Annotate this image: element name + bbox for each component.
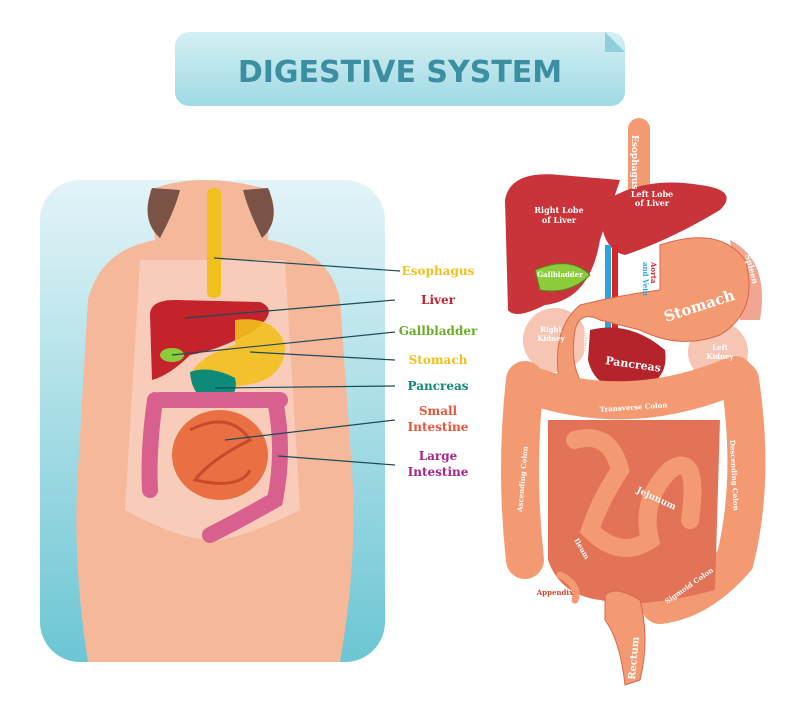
label-esophagus-detail: Esophagus bbox=[629, 135, 639, 190]
gallbladder-organ-detail bbox=[534, 263, 591, 292]
label-large-intestine-1: Large bbox=[419, 449, 458, 463]
label-descending-colon: Descending Colon bbox=[728, 440, 741, 511]
title-banner: DIGESTIVE SYSTEM bbox=[175, 32, 625, 106]
label-pancreas: Pancreas bbox=[408, 379, 469, 393]
label-aorta: Aorta bbox=[649, 261, 658, 284]
label-esophagus: Esophagus bbox=[402, 264, 475, 278]
label-gallbladder: Gallbladder bbox=[399, 324, 478, 338]
rectum-organ bbox=[604, 590, 646, 686]
label-small-intestine-1: Small bbox=[419, 404, 458, 418]
label-left-kidney-2: Kidney bbox=[706, 352, 734, 361]
left-lobe-liver bbox=[600, 182, 727, 255]
label-large-intestine-2: Intestine bbox=[408, 465, 469, 479]
stomach-organ-detail bbox=[557, 237, 750, 386]
label-right-lobe-2: of Liver bbox=[542, 215, 577, 225]
page-title: DIGESTIVE SYSTEM bbox=[238, 55, 562, 90]
stomach-organ bbox=[190, 319, 285, 388]
label-right-lobe-1: Right Lobe bbox=[534, 205, 583, 215]
label-gallbladder-detail: Gallbladder bbox=[537, 270, 583, 279]
label-liver: Liver bbox=[421, 293, 456, 307]
right-lobe-liver bbox=[505, 174, 620, 314]
anatomy-detail: Esophagus Right Lobe of Liver Left Lobe … bbox=[501, 118, 766, 686]
large-intestine-organ bbox=[141, 392, 288, 543]
appendix-organ bbox=[556, 571, 580, 604]
label-left-kidney-1: Left bbox=[712, 343, 728, 352]
label-right-kidney-1: Right bbox=[540, 325, 562, 334]
esophagus-organ bbox=[207, 188, 221, 298]
label-right-kidney-2: Kidney bbox=[537, 334, 565, 343]
leader-lines bbox=[171, 257, 401, 466]
label-rectum: Rectum bbox=[627, 636, 642, 680]
label-stomach: Stomach bbox=[409, 353, 468, 367]
label-duodenum: Duodenum bbox=[582, 320, 591, 363]
label-left-lobe-2: of Liver bbox=[635, 198, 670, 208]
label-vein: and Vein bbox=[641, 262, 650, 296]
label-small-intestine-2: Intestine bbox=[408, 420, 469, 434]
body-panel: Esophagus Liver Gallbladder Stomach Panc… bbox=[40, 180, 478, 662]
label-appendix: Appendix bbox=[536, 588, 574, 597]
pancreas-organ-detail bbox=[588, 327, 666, 390]
large-intestine-detail bbox=[501, 356, 766, 624]
label-left-lobe-1: Left Lobe bbox=[631, 189, 673, 199]
